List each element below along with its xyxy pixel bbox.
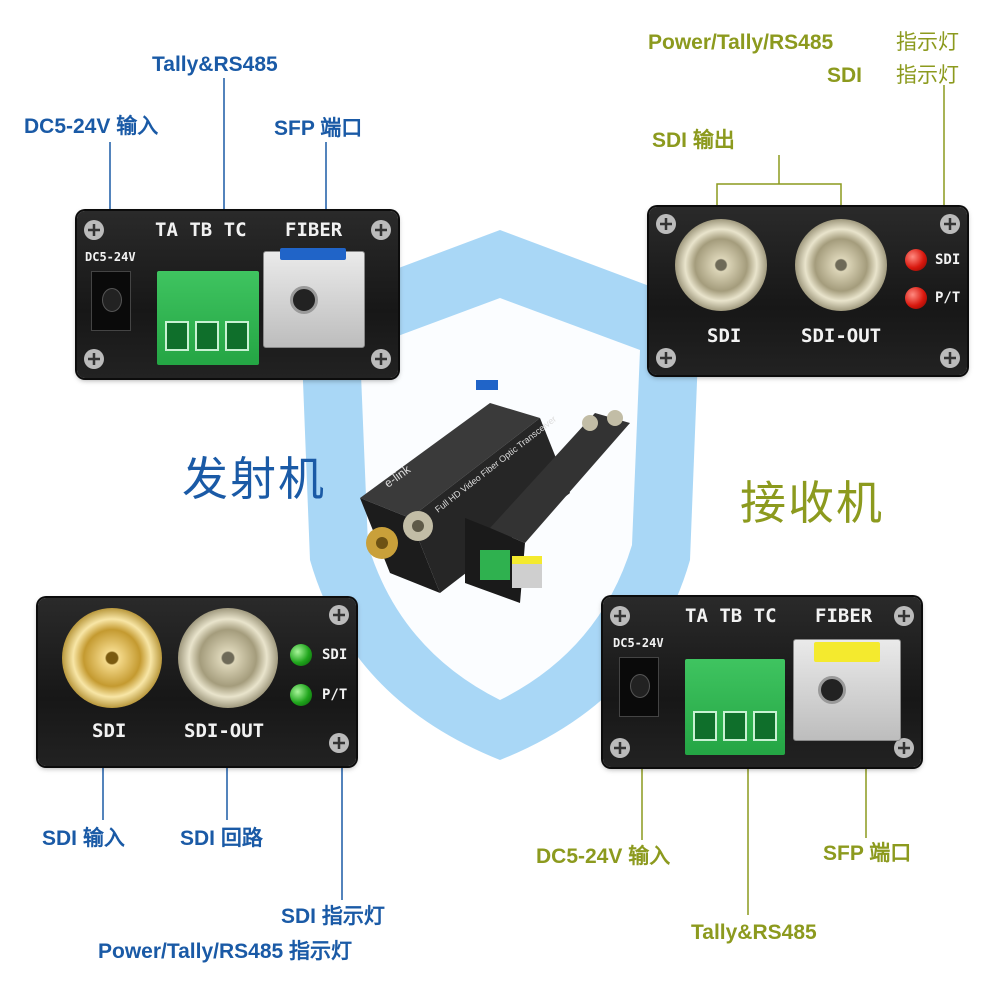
callout-tx-dc-input: DC5-24V 输入 xyxy=(24,115,159,138)
silk-terminal-label: TA TB TC xyxy=(685,605,777,627)
receiver-bottom-panel: DC5-24V TA TB TC FIBER xyxy=(603,597,921,767)
silk-dc-label: DC5-24V xyxy=(85,250,136,264)
callout-tx-pt-led: Power/Tally/RS485 指示灯 xyxy=(98,940,353,963)
callout-tx-sdi-led: SDI 指示灯 xyxy=(281,905,385,928)
screw-icon xyxy=(656,214,676,234)
silk-sdi-label: SDI xyxy=(707,325,742,347)
bnc-sdi-connector[interactable] xyxy=(675,219,767,311)
screw-icon xyxy=(894,606,914,626)
silk-led-pt-label: P/T xyxy=(322,687,348,703)
callout-tx-sdi-input: SDI 输入 xyxy=(42,827,125,850)
silk-fiber-label: FIBER xyxy=(815,605,873,627)
callout-rx-sfp: SFP 端口 xyxy=(823,842,912,865)
device-photo: e-link Full HD Video Fiber Optic Transce… xyxy=(360,380,630,603)
bnc-sdi-out-connector[interactable] xyxy=(178,608,278,708)
sdi-led-red xyxy=(905,249,927,271)
silk-terminal-label: TA TB TC xyxy=(155,219,247,241)
transmitter-top-panel: DC5-24V TA TB TC FIBER xyxy=(77,211,398,378)
silk-dc-label: DC5-24V xyxy=(613,636,664,650)
callout-tx-tally: Tally&RS485 xyxy=(152,53,278,76)
screw-icon xyxy=(371,349,391,369)
silk-sdi-out-label: SDI-OUT xyxy=(801,325,882,347)
callout-rx-sdi-led-suffix: 指示灯 xyxy=(896,64,959,87)
pt-led-red xyxy=(905,287,927,309)
bnc-sdi-connector[interactable] xyxy=(62,608,162,708)
sfp-port[interactable] xyxy=(263,248,365,348)
callout-rx-sdi-output: SDI 输出 xyxy=(652,129,735,152)
silk-sdi-label: SDI xyxy=(92,720,127,742)
screw-icon xyxy=(610,606,630,626)
transmitter-title: 发射机 xyxy=(182,453,326,505)
receiver-title: 接收机 xyxy=(740,477,884,529)
screw-icon xyxy=(940,214,960,234)
callout-rx-pt-led-suffix: 指示灯 xyxy=(896,31,959,54)
callout-rx-tally: Tally&RS485 xyxy=(691,921,817,944)
callout-rx-sdi-led-name: SDI xyxy=(827,64,863,87)
callout-tx-sfp: SFP 端口 xyxy=(274,117,363,140)
screw-icon xyxy=(656,348,676,368)
screw-icon xyxy=(329,733,349,753)
sfp-port[interactable] xyxy=(793,639,901,741)
silk-fiber-label: FIBER xyxy=(285,219,343,241)
callout-rx-pt-led-name: Power/Tally/RS485 xyxy=(648,31,834,54)
dc-power-jack[interactable] xyxy=(91,271,131,331)
bnc-sdi-out-connector[interactable] xyxy=(795,219,887,311)
terminal-block[interactable] xyxy=(157,271,259,365)
callout-tx-sdi-loop: SDI 回路 xyxy=(180,827,263,850)
silk-sdi-out-label: SDI-OUT xyxy=(184,720,265,742)
silk-led-sdi-label: SDI xyxy=(322,647,348,663)
sdi-led-green xyxy=(290,644,312,666)
dc-power-jack[interactable] xyxy=(619,657,659,717)
screw-icon xyxy=(84,220,104,240)
pt-led-green xyxy=(290,684,312,706)
receiver-top-panel: SDI SDI-OUT SDI P/T xyxy=(649,207,967,375)
silk-led-sdi-label: SDI xyxy=(935,252,961,268)
transmitter-bottom-panel: SDI SDI-OUT SDI P/T xyxy=(38,598,356,766)
silk-led-pt-label: P/T xyxy=(935,290,961,306)
screw-icon xyxy=(84,349,104,369)
terminal-block[interactable] xyxy=(685,659,785,755)
screw-icon xyxy=(371,220,391,240)
screw-icon xyxy=(894,738,914,758)
screw-icon xyxy=(610,738,630,758)
callout-rx-dc-input: DC5-24V 输入 xyxy=(536,845,671,868)
screw-icon xyxy=(940,348,960,368)
screw-icon xyxy=(329,605,349,625)
